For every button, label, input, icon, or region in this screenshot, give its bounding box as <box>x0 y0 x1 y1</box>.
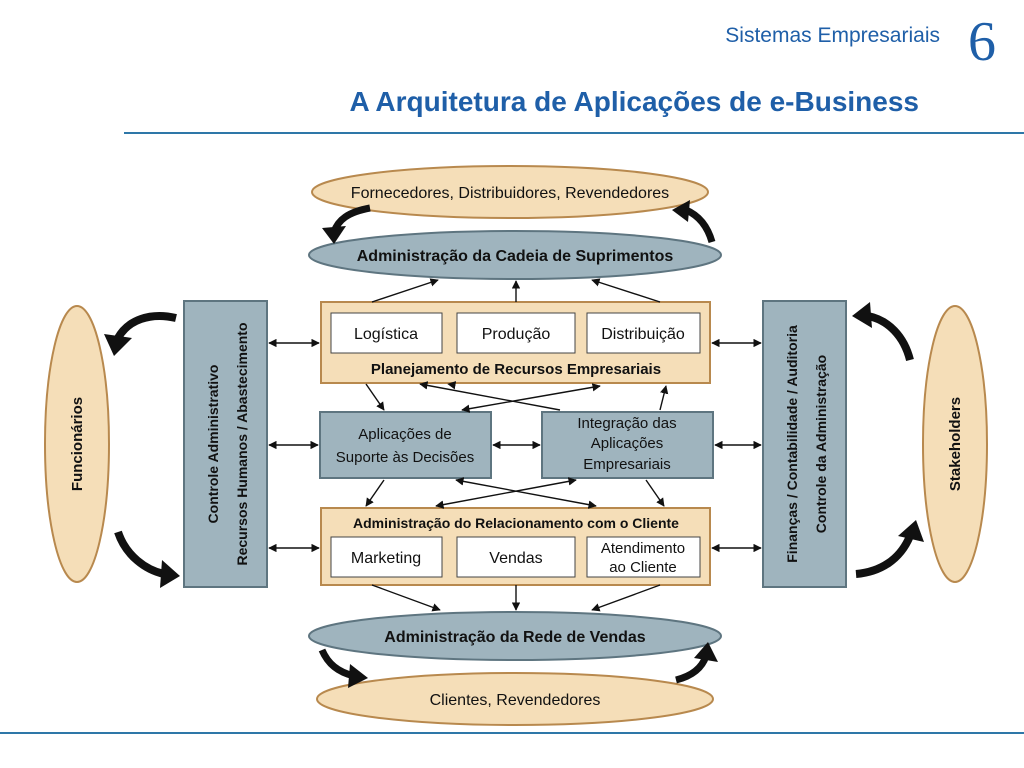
customers-ellipse: Clientes, Revendedores <box>316 672 714 726</box>
flow-arrow-sales-to-customers-head <box>348 664 368 688</box>
flow-arrow-panel-to-employees <box>114 312 177 341</box>
arrow-erp-dss <box>365 383 385 411</box>
eai-label-line3: Empresariais <box>583 456 671 473</box>
arrow-dss-crm <box>365 479 385 507</box>
arrow-crm-sales-right <box>591 584 661 612</box>
left-panel: Controle Administrativo Recursos Humanos… <box>183 300 268 588</box>
stakeholders-label: Stakeholders <box>947 397 964 491</box>
right-panel-line1: Finanças / Contabilidade / Auditoria <box>784 325 800 563</box>
flow-arrow-employees-to-panel-head <box>160 560 180 588</box>
arrow-crm-sales-left <box>371 584 441 612</box>
customers-label: Clientes, Revendedores <box>430 692 601 709</box>
flow-arrow-suppliers-to-scm-head <box>322 226 346 244</box>
eai-label-line2: Aplicações <box>591 435 664 452</box>
flow-arrow-panel-to-stakeholders <box>855 534 914 578</box>
arrow-eai-crm-diag <box>435 477 577 509</box>
suppliers-label: Fornecedores, Distribuidores, Revendedor… <box>351 185 669 202</box>
erp-module-production: Produção <box>482 326 551 343</box>
flow-arrow-scm-to-suppliers-head <box>672 200 690 222</box>
slide-title: A Arquitetura de Aplicações de e-Busines… <box>349 86 920 117</box>
dss-box: Aplicações de Suporte às Decisões <box>319 411 492 479</box>
erp-box: Logística Produção Distribuição Planejam… <box>320 301 711 384</box>
footer-divider <box>0 732 1024 734</box>
arrow-erp-scm-right <box>591 278 661 303</box>
flow-arrow-sales-to-customers <box>318 648 355 680</box>
erp-module-logistics: Logística <box>354 326 418 343</box>
left-panel-line1: Controle Administrativo <box>205 365 221 524</box>
crm-module-service-line1: Atendimento <box>601 540 685 557</box>
crm-module-sales: Vendas <box>489 550 542 567</box>
employees-ellipse: Funcionários <box>44 305 110 583</box>
left-panel-line2: Recursos Humanos / Abastecimento <box>234 323 250 566</box>
flow-arrow-stakeholders-to-panel <box>867 312 914 362</box>
erp-label: Planejamento de Recursos Empresariais <box>371 361 661 378</box>
arrow-eai-erp <box>659 385 669 411</box>
erp-module-distribution: Distribuição <box>601 326 685 343</box>
arrow-erp-scm-left <box>371 278 439 303</box>
crm-box: Administração do Relacionamento com o Cl… <box>320 507 711 586</box>
scm-ellipse: Administração da Cadeia de Suprimentos <box>308 230 722 280</box>
header-subtitle: Sistemas Empresariais <box>725 24 940 47</box>
flow-arrow-stakeholders-to-panel-head <box>852 302 872 328</box>
right-panel: Finanças / Contabilidade / Auditoria Con… <box>762 300 847 588</box>
flow-arrow-employees-to-panel <box>114 530 166 578</box>
arrow-crm-dss-diag <box>455 477 597 509</box>
arrow-eai-dss <box>447 381 457 390</box>
scm-label: Administração da Cadeia de Suprimentos <box>357 248 674 265</box>
connector-arrows <box>268 278 762 612</box>
employees-label: Funcionários <box>69 397 86 491</box>
slide-number: 6 <box>968 11 996 73</box>
crm-module-marketing: Marketing <box>351 550 421 567</box>
flow-arrow-scm-to-suppliers <box>684 206 716 244</box>
flow-arrow-customers-to-sales-head <box>694 642 718 662</box>
sales-network-ellipse: Administração da Rede de Vendas <box>308 611 722 661</box>
crm-module-service-line2: ao Cliente <box>609 559 677 576</box>
eai-box: Integração das Aplicações Empresariais <box>541 411 714 479</box>
suppliers-ellipse: Fornecedores, Distribuidores, Revendedor… <box>311 165 709 219</box>
stakeholders-ellipse: Stakeholders <box>922 305 988 583</box>
dss-label-line2: Suporte às Decisões <box>336 449 474 466</box>
arrow-erp-eai-diag <box>461 383 601 413</box>
flow-arrow-customers-to-sales <box>675 654 710 684</box>
flow-arrow-panel-to-stakeholders-head <box>898 520 924 542</box>
header-divider <box>124 132 1024 134</box>
sales-network-label: Administração da Rede de Vendas <box>384 629 646 646</box>
arrow-eai-crm <box>645 479 665 507</box>
eai-label-line1: Integração das <box>577 415 676 432</box>
right-panel-line2: Controle da Administração <box>813 355 829 533</box>
flow-arrow-panel-to-employees-head <box>104 334 132 356</box>
crm-label: Administração do Relacionamento com o Cl… <box>353 515 679 531</box>
dss-label-line1: Aplicações de <box>358 426 451 443</box>
